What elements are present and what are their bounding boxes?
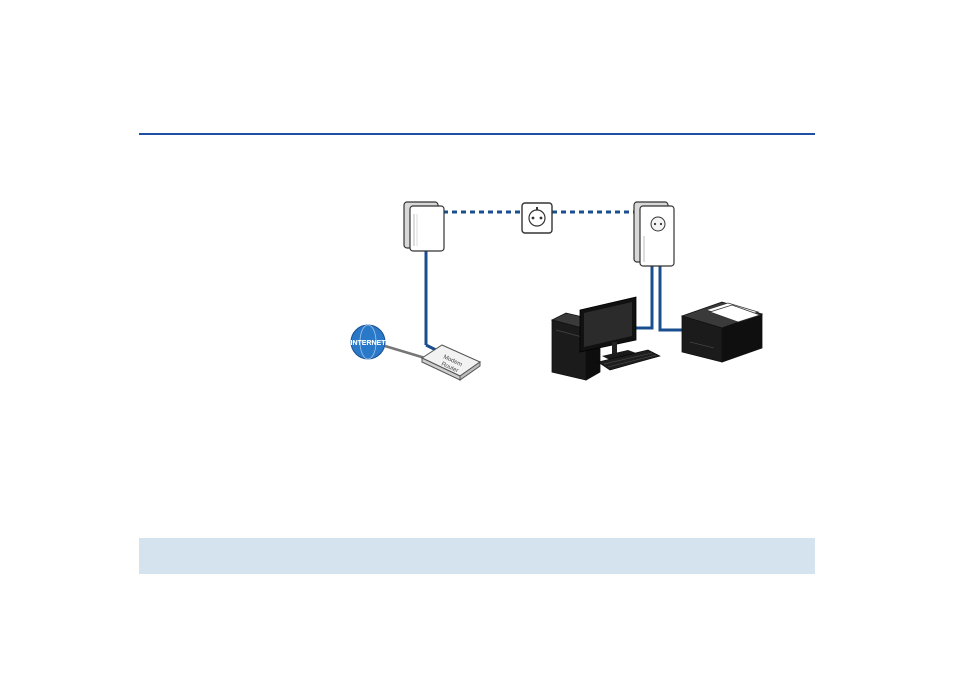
powerline-adapter-icon (633, 201, 675, 267)
header-rule (139, 133, 815, 135)
globe-icon: INTERNET (350, 324, 387, 360)
powerline-network-diagram: INTERNET Modem Router (350, 201, 764, 381)
printer-icon (680, 301, 764, 363)
cable-adapter-printer (658, 262, 682, 332)
cable-internet-router (384, 344, 426, 360)
monitor-icon (579, 296, 637, 360)
internet-label: INTERNET (351, 340, 387, 347)
cable-adapter-pc (630, 262, 654, 330)
powerline-adapter-icon (403, 201, 445, 252)
router-icon: Modem Router (420, 344, 482, 381)
note-bar (139, 538, 815, 574)
wall-socket-icon (521, 202, 553, 234)
keyboard-icon (597, 349, 661, 371)
